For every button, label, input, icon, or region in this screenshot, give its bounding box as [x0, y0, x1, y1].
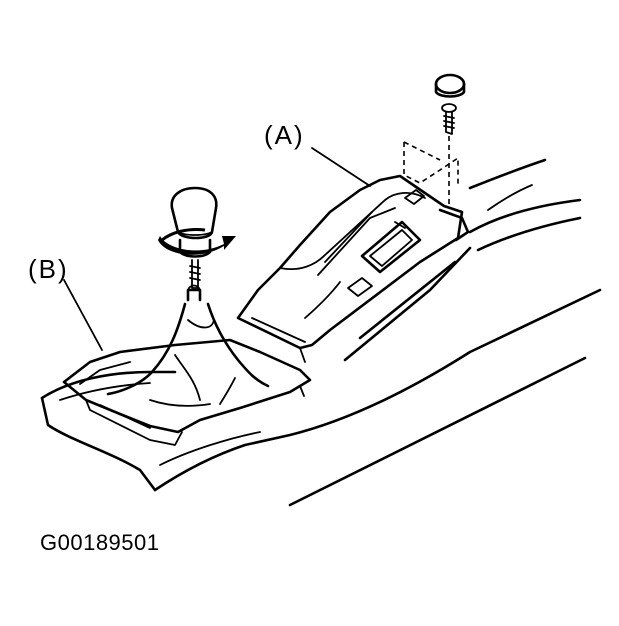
label-b: (B)	[28, 254, 69, 284]
leader-line-b	[63, 279, 103, 351]
console-upper-rail	[343, 158, 582, 362]
console-cover-part-a	[236, 141, 470, 363]
mounting-screw	[434, 73, 466, 208]
shift-knob	[170, 186, 218, 258]
rotate-arrow-icon	[158, 228, 236, 255]
leader-line-a	[311, 147, 371, 187]
figure-code: G00189501	[40, 530, 160, 555]
center-console-body	[40, 288, 602, 507]
label-a: (A)	[264, 120, 305, 150]
shift-boot-part-b	[62, 259, 312, 446]
